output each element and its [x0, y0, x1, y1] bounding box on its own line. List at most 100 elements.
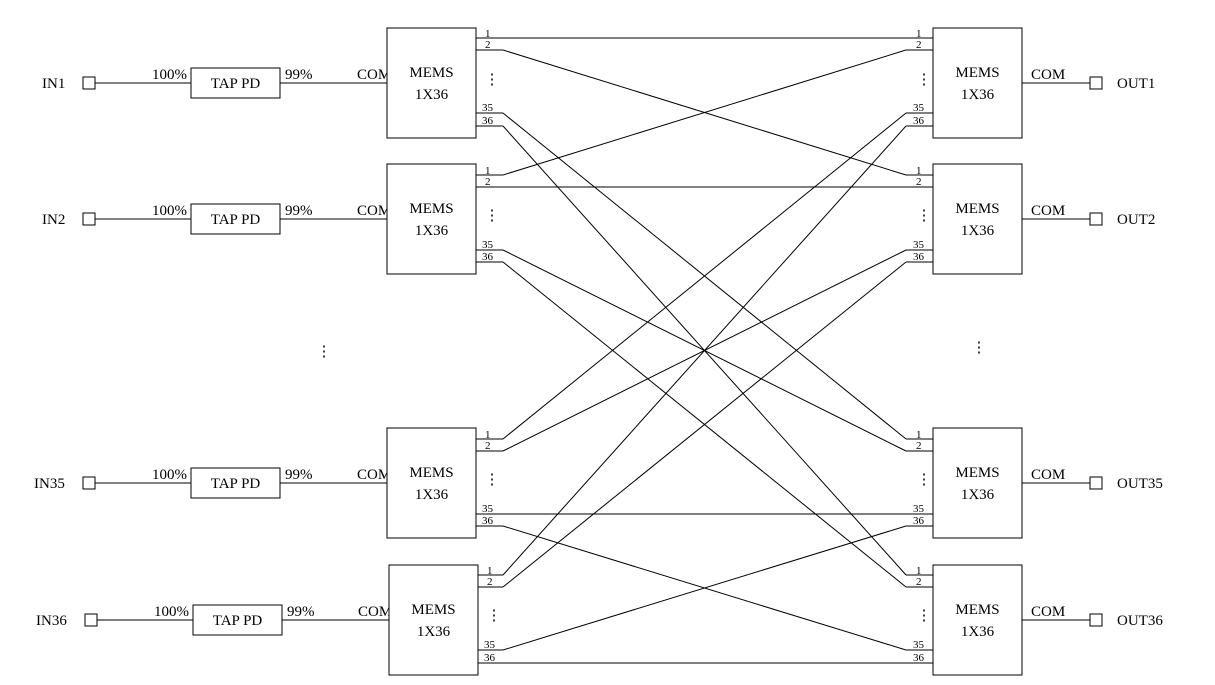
port-number: 1	[916, 165, 922, 177]
port-number: 2	[916, 576, 922, 588]
port-number: 35	[913, 239, 925, 251]
port-ellipsis: ⋮	[917, 472, 932, 488]
output-port-icon[interactable]	[1089, 476, 1103, 490]
output-label: OUT35	[1117, 476, 1163, 492]
tap-pd-label: TAP PD	[211, 76, 261, 92]
port-number: 2	[487, 576, 493, 588]
port-number: 1	[485, 28, 491, 40]
output-label: OUT2	[1117, 212, 1155, 228]
port-number: 36	[913, 115, 925, 127]
mems-size-label: 1X36	[961, 624, 995, 640]
port-number: 2	[485, 39, 491, 51]
mems-switch-box[interactable]	[932, 427, 1023, 539]
port-ellipsis: ⋮	[485, 72, 500, 88]
mems-label: MEMS	[955, 201, 999, 217]
input-label: IN36	[36, 613, 67, 629]
input-port-icon[interactable]	[82, 476, 96, 490]
port-ellipsis: ⋮	[917, 72, 932, 88]
tap-pd-box[interactable]	[190, 203, 281, 235]
mems-size-label: 1X36	[961, 487, 995, 503]
interconnect-fiber	[502, 125, 907, 576]
input-port-icon[interactable]	[84, 613, 98, 627]
mems-switch-box[interactable]	[386, 427, 477, 539]
port-number: 35	[484, 639, 496, 651]
output-label: OUT1	[1117, 76, 1155, 92]
port-ellipsis: ⋮	[917, 608, 932, 624]
mems-switch-box[interactable]	[386, 27, 477, 139]
port-number: 35	[913, 503, 925, 515]
mems-label: MEMS	[409, 201, 453, 217]
mems-switch-box[interactable]	[388, 564, 479, 676]
port-ellipsis: ⋮	[485, 472, 500, 488]
output-port-icon[interactable]	[1089, 212, 1103, 226]
port-number: 36	[482, 115, 494, 127]
com-label: COM	[1031, 203, 1065, 219]
port-number: 35	[482, 503, 494, 515]
input-row: IN1 100% TAP PD 99% COM MEMS 1X36 1 2 ⋮ …	[42, 27, 503, 139]
port-number: 2	[916, 176, 922, 188]
port-number: 36	[482, 251, 494, 263]
port-number: 1	[485, 429, 491, 441]
mems-label: MEMS	[955, 465, 999, 481]
input-port-icon[interactable]	[82, 76, 96, 90]
tap-pd-label: TAP PD	[211, 476, 261, 492]
mems-switch-box[interactable]	[932, 564, 1023, 676]
input-row: IN35 100% TAP PD 99% COM MEMS 1X36 1 2 ⋮…	[34, 427, 503, 539]
output-row: MEMS 1X36 1 2 ⋮ 35 36 COM OUT36	[906, 564, 1163, 676]
tap-input-percent: 100%	[152, 67, 187, 83]
output-label: OUT36	[1117, 613, 1163, 629]
input-port-icon[interactable]	[82, 212, 96, 226]
com-label: COM	[357, 67, 391, 83]
tap-output-percent: 99%	[285, 467, 313, 483]
tap-pd-box[interactable]	[190, 467, 281, 499]
mems-switch-box[interactable]	[932, 163, 1023, 275]
tap-output-percent: 99%	[285, 203, 313, 219]
mems-size-label: 1X36	[417, 624, 451, 640]
port-number: 1	[916, 429, 922, 441]
tap-pd-label: TAP PD	[213, 613, 263, 629]
port-number: 1	[487, 565, 493, 577]
mems-label: MEMS	[955, 602, 999, 618]
mems-size-label: 1X36	[415, 87, 449, 103]
tap-output-percent: 99%	[287, 604, 315, 620]
port-number: 36	[484, 652, 496, 664]
tap-pd-label: TAP PD	[211, 212, 261, 228]
mems-switch-box[interactable]	[932, 27, 1023, 139]
com-label: COM	[1031, 67, 1065, 83]
mems-label: MEMS	[955, 65, 999, 81]
port-number: 2	[485, 440, 491, 452]
mems-switch-box[interactable]	[386, 163, 477, 275]
tap-input-percent: 100%	[154, 604, 189, 620]
com-label: COM	[357, 467, 391, 483]
port-number: 1	[485, 165, 491, 177]
tap-input-percent: 100%	[152, 203, 187, 219]
input-label: IN2	[42, 212, 65, 228]
input-row: IN36 100% TAP PD 99% COM MEMS 1X36 1 2 ⋮…	[36, 564, 503, 676]
tap-input-percent: 100%	[152, 467, 187, 483]
port-number: 36	[482, 515, 494, 527]
input-label: IN1	[42, 76, 65, 92]
output-port-icon[interactable]	[1089, 76, 1103, 90]
port-number: 2	[485, 176, 491, 188]
port-number: 35	[913, 639, 925, 651]
rows-ellipsis: ⋮	[972, 340, 987, 356]
port-number: 1	[916, 28, 922, 40]
mems-size-label: 1X36	[961, 223, 995, 239]
port-number: 36	[913, 652, 925, 664]
port-number: 36	[913, 251, 925, 263]
output-row: MEMS 1X36 1 2 ⋮ 35 36 COM OUT1	[906, 27, 1155, 139]
com-label: COM	[1031, 604, 1065, 620]
port-ellipsis: ⋮	[487, 608, 502, 624]
com-label: COM	[357, 203, 391, 219]
tap-output-percent: 99%	[285, 67, 313, 83]
port-number: 35	[482, 102, 494, 114]
port-number: 35	[913, 102, 925, 114]
port-ellipsis: ⋮	[917, 208, 932, 224]
rows-ellipsis: ⋮	[317, 344, 332, 360]
port-ellipsis: ⋮	[485, 208, 500, 224]
mems-label: MEMS	[411, 602, 455, 618]
port-number: 2	[916, 39, 922, 51]
input-row: IN2 100% TAP PD 99% COM MEMS 1X36 1 2 ⋮ …	[42, 163, 503, 275]
output-port-icon[interactable]	[1089, 613, 1103, 627]
